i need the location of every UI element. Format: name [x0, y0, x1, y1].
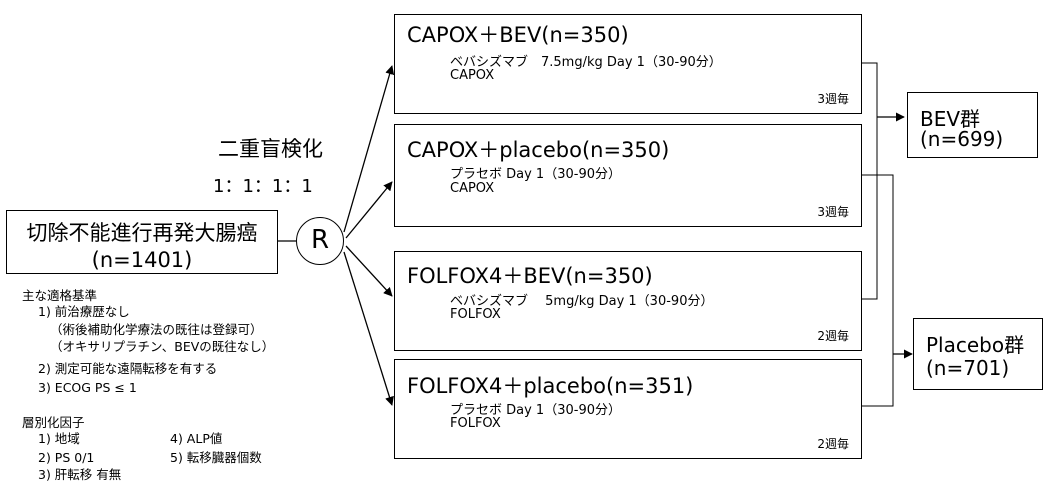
arm-title: FOLFOX4＋placebo(n=351): [407, 374, 694, 398]
arm-frequency: 3週毎: [817, 92, 849, 106]
treatment-arm-capox-placebo: CAPOX＋placebo(n=350) プラセボ Day 1（30-90分） …: [394, 124, 862, 227]
eligibility-item: （オキサリプラチン、BEVの既往なし）: [50, 339, 275, 354]
stratification-factor: 4) ALP値: [170, 431, 223, 446]
patient-population-label: 切除不能進行再発大腸癌: [26, 221, 258, 245]
stratification-factor: 1) 地域: [38, 431, 80, 446]
randomization-circle: R: [296, 217, 344, 265]
arm-frequency: 2週毎: [817, 437, 849, 451]
stratification-factor: 5) 転移臓器個数: [170, 450, 262, 465]
arm-regimen: FOLFOX: [450, 416, 501, 431]
arm-dosage: プラセボ Day 1（30-90分）: [450, 167, 621, 182]
treatment-arm-capox-bev: CAPOX＋BEV(n=350) ベバシズマブ 7.5mg/kg Day 1（3…: [394, 14, 862, 114]
bev-bracket: [862, 62, 878, 300]
eligibility-item: （術後補助化学療法の既往は登録可）: [50, 322, 263, 337]
treatment-arm-folfox-placebo: FOLFOX4＋placebo(n=351) プラセボ Day 1（30-90分…: [394, 359, 862, 459]
stratification-title: 層別化因子: [22, 415, 85, 430]
randomization-symbol: R: [310, 225, 330, 255]
bev-group-box: BEV群 (n=699): [907, 92, 1038, 158]
arm-regimen: FOLFOX: [450, 307, 501, 322]
placebo-bracket: [862, 174, 894, 407]
arrow-to-arm-1: [343, 65, 395, 233]
bev-group-label: BEV群: [920, 107, 981, 131]
arm-title: FOLFOX4＋BEV(n=350): [407, 264, 653, 288]
placebo-group-box: Placebo群 (n=701): [913, 318, 1043, 390]
stratification-factor: 2) PS 0/1: [38, 450, 95, 465]
treatment-arm-folfox-bev: FOLFOX4＋BEV(n=350) ベバシズマブ 5mg/kg Day 1（3…: [394, 251, 862, 351]
arrow-to-arm-4: [343, 251, 394, 406]
patient-population-count: (n=1401): [91, 248, 193, 272]
bev-group-count: (n=699): [920, 127, 1004, 151]
arrow-to-arm-2: [345, 181, 393, 239]
arm-frequency: 2週毎: [817, 329, 849, 343]
arm-regimen: CAPOX: [450, 68, 495, 83]
arm-regimen: CAPOX: [450, 181, 495, 196]
blinding-label: 二重盲検化: [218, 137, 323, 161]
arm-frequency: 3週毎: [817, 205, 849, 219]
arm-dosage: ベバシズマブ 5mg/kg Day 1（30-90分）: [450, 294, 714, 309]
arm-title: CAPOX＋BEV(n=350): [407, 23, 629, 47]
eligibility-item: 1) 前治療歴なし: [38, 304, 130, 319]
eligibility-item: 3) ECOG PS ≤ 1: [38, 380, 137, 395]
stratification-factor: 3) 肝転移 有無: [38, 467, 122, 482]
arm-dosage: プラセボ Day 1（30-90分）: [450, 403, 621, 418]
arm-title: CAPOX＋placebo(n=350): [407, 138, 670, 162]
placebo-group-count: (n=701): [926, 356, 1010, 380]
arrow-to-arm-3: [345, 245, 393, 297]
arm-dosage: ベバシズマブ 7.5mg/kg Day 1（30-90分）: [450, 55, 722, 70]
eligibility-item: 2) 測定可能な遠隔転移を有する: [38, 361, 218, 376]
patient-population-box: 切除不能進行再発大腸癌 (n=1401): [6, 210, 278, 274]
randomization-ratio: 1：1：1：1: [213, 176, 313, 197]
eligibility-title: 主な適格基準: [22, 288, 98, 303]
placebo-group-label: Placebo群: [926, 333, 1025, 357]
